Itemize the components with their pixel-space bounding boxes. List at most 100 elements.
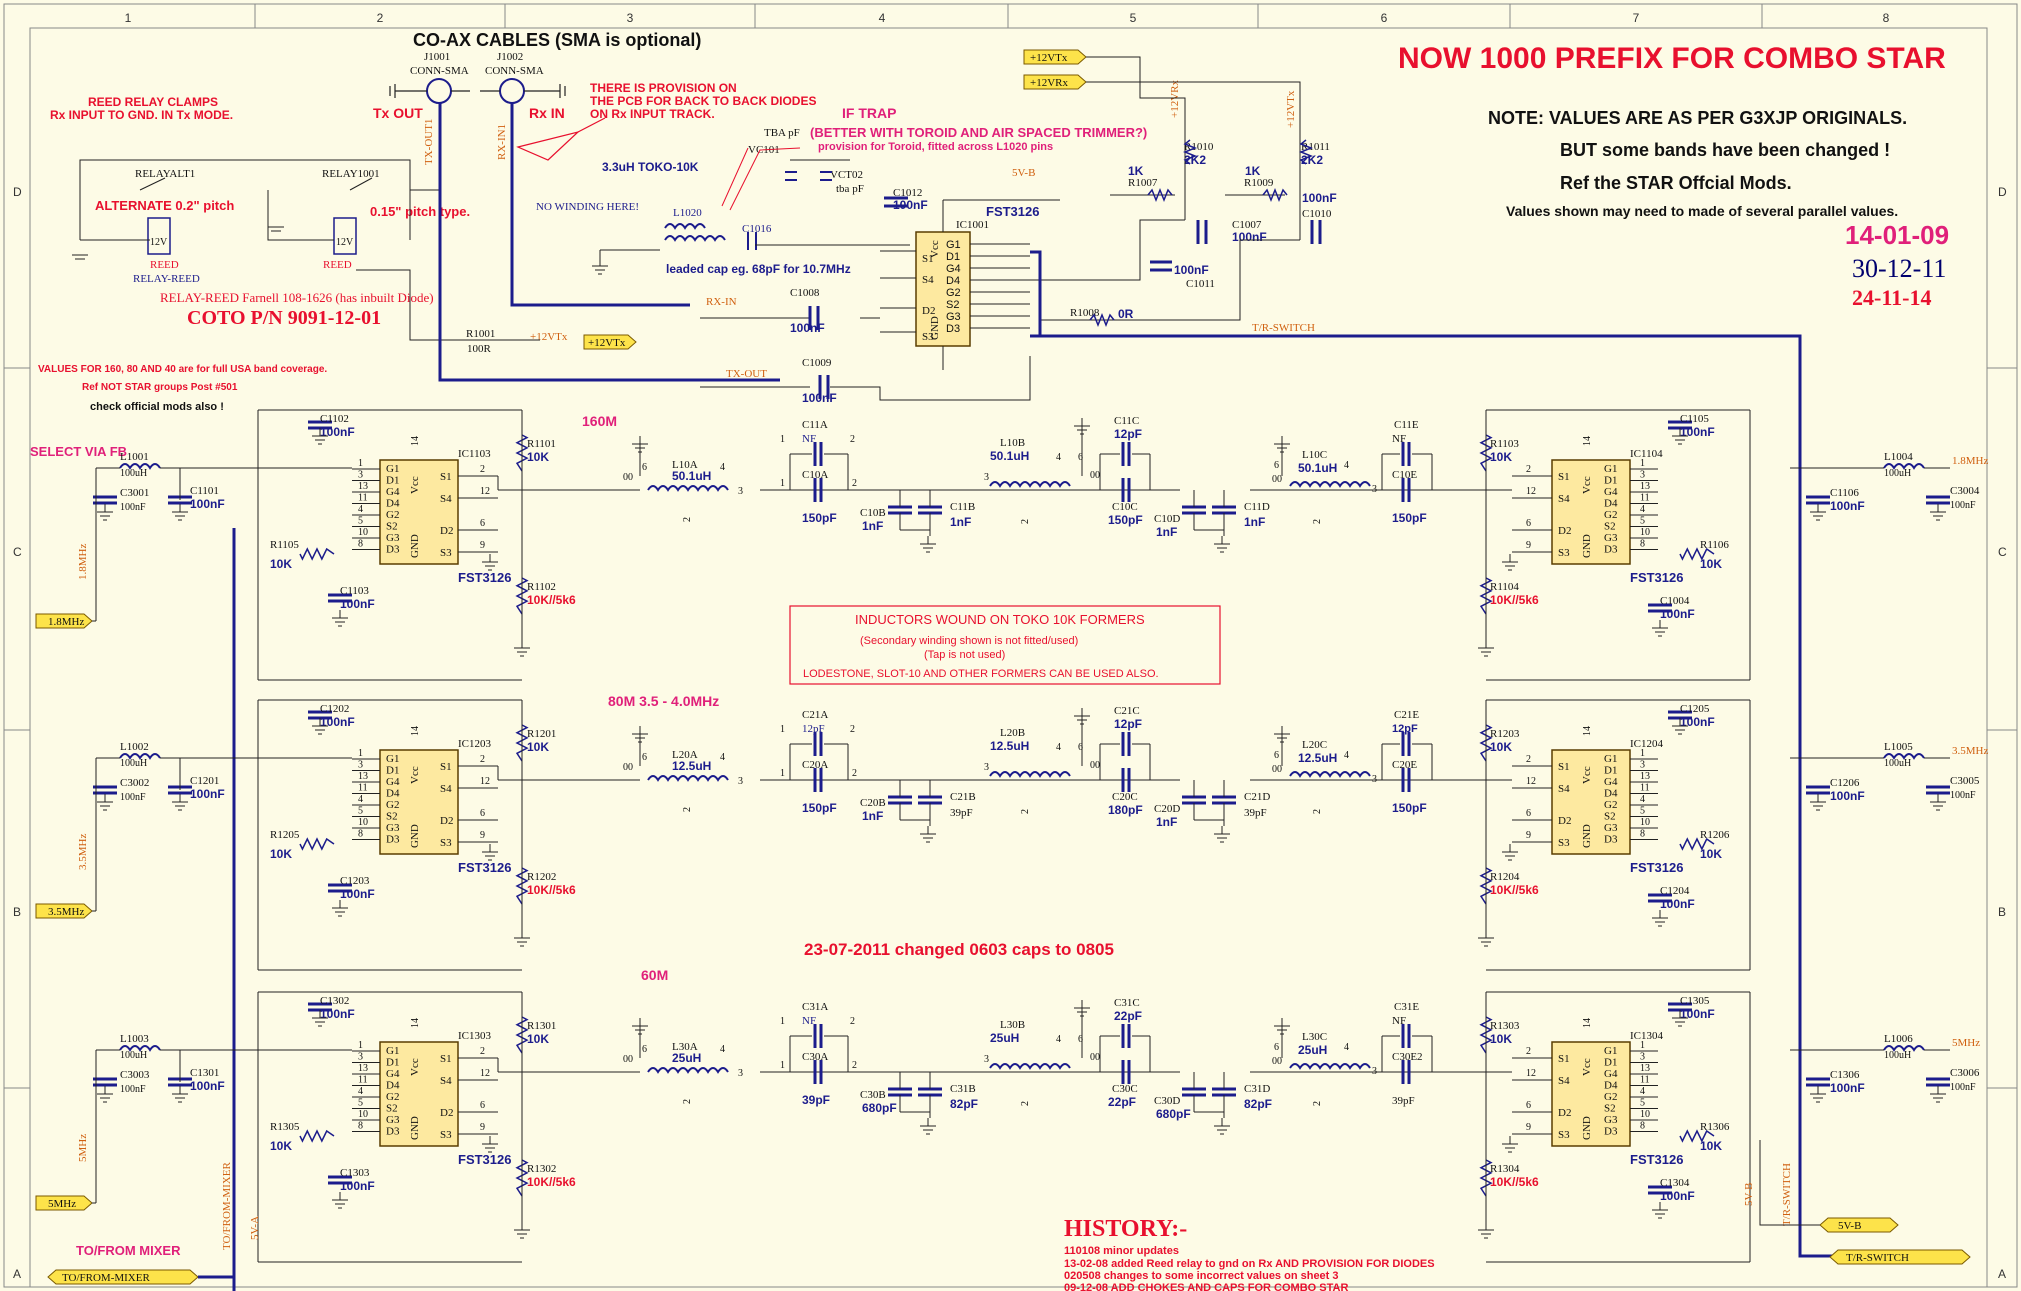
history: HISTORY:- 110108 minor updates 13-02-08 … bbox=[1064, 1216, 1435, 1291]
ic-pin-name: D3 bbox=[1604, 834, 1618, 846]
col-label: 4 bbox=[879, 11, 886, 25]
note-line: BUT some bands have been changed ! bbox=[1560, 140, 1890, 160]
series-cap-ref: C10A bbox=[802, 469, 828, 481]
filter-cap-value: 100nF bbox=[190, 1079, 225, 1093]
series-cap bbox=[813, 1060, 823, 1084]
freq-net: 5MHz bbox=[1952, 1037, 1980, 1049]
tofrom-mixer-port: TO/FROM-MIXER bbox=[62, 1272, 150, 1284]
ic-pin-num: 5 bbox=[358, 806, 363, 817]
ic-pin-name: G4 bbox=[1604, 486, 1618, 498]
toko-note: INDUCTORS WOUND ON TOKO 10K FORMERS (Sec… bbox=[789, 605, 1221, 685]
switch-ic: IC1103FST3126VccGND14G11D13G413D411G24S2… bbox=[352, 436, 511, 585]
series-cap-value: 150pF bbox=[1108, 513, 1143, 527]
series-cap-ref: C11C bbox=[1114, 415, 1139, 427]
ic-pin-num: 11 bbox=[1640, 493, 1650, 504]
ic-pin-name: S3 bbox=[440, 837, 452, 849]
ic-pin-num: 5 bbox=[1640, 516, 1645, 527]
ic1001-s4: S4 bbox=[922, 274, 934, 286]
toko-label: 3.3uH TOKO-10K bbox=[602, 160, 699, 174]
choke-ref: L1004 bbox=[1884, 451, 1913, 463]
ic-pin-name: S2 bbox=[1604, 521, 1616, 533]
series-cap-value: NF bbox=[802, 433, 816, 445]
series-cap bbox=[1401, 1024, 1411, 1048]
choke-value: 100uH bbox=[120, 758, 147, 769]
filter-cap-ref: C1201 bbox=[190, 775, 219, 787]
filter-cap bbox=[1806, 495, 1830, 505]
alternate-pitch-note: ALTERNATE 0.2" pitch bbox=[95, 198, 234, 213]
shunt-cap-value: 680pF bbox=[1156, 1107, 1191, 1121]
ic-pin-num: 2 bbox=[480, 754, 485, 765]
filter-cap-value: 100nF bbox=[1830, 499, 1865, 513]
ic-pin-name: D1 bbox=[1604, 765, 1617, 777]
decoupling-ref: C1302 bbox=[320, 995, 349, 1007]
ic-pin-name: D1 bbox=[1604, 1057, 1617, 1069]
resistor-ref: R1105 bbox=[270, 539, 299, 551]
freq-port: 3.5MHz bbox=[48, 906, 84, 918]
filter-inductor bbox=[1289, 1063, 1371, 1070]
ic-part: FST3126 bbox=[1630, 570, 1683, 585]
band-module: 80M 3.5 - 4.0MHzIC1203FST3126VccGND14G11… bbox=[35, 693, 1988, 971]
v5a-net: 5V-A bbox=[249, 1216, 261, 1240]
choke-inductor bbox=[1883, 463, 1925, 470]
p12vrx-net: +12VRx bbox=[1169, 80, 1181, 118]
ic-pin-name: G2 bbox=[386, 1091, 399, 1103]
decoupling-value: 100nF bbox=[340, 887, 375, 901]
resistor-value: 10K bbox=[1700, 847, 1722, 861]
provision-note: THERE IS PROVISION ON THE PCB FOR BACK T… bbox=[516, 81, 816, 161]
relay-reed-part: RELAY-REED bbox=[133, 273, 200, 285]
ic-pin-name: D2 bbox=[440, 815, 453, 827]
series-cap-value: 12pF bbox=[802, 723, 825, 735]
ic-pin-num: 3 bbox=[1640, 760, 1645, 771]
series-cap-pin: 1 bbox=[780, 478, 785, 489]
series-cap-value: NF bbox=[1392, 433, 1406, 445]
ic-pin-name: S2 bbox=[386, 811, 398, 823]
tr-switch-net: T/R-SWITCH bbox=[1252, 322, 1315, 334]
decoupling-value: 100nF bbox=[1680, 1007, 1715, 1021]
ic-pin-name: D4 bbox=[1604, 788, 1618, 800]
filter-cap-value: 100nF bbox=[190, 787, 225, 801]
resistor bbox=[1679, 837, 1715, 851]
inductor-pin: 4 bbox=[1344, 750, 1349, 761]
series-cap-value: NF bbox=[1392, 1015, 1406, 1027]
series-cap-pin: 1 bbox=[780, 434, 785, 445]
freq-port-icon bbox=[35, 1195, 93, 1211]
ic-pin-num: 5 bbox=[1640, 806, 1645, 817]
series-cap-value: 39pF bbox=[802, 1093, 830, 1107]
ic-pin-name: S4 bbox=[440, 783, 452, 795]
inductor-pin: 2 bbox=[682, 807, 693, 812]
filter-cap-ref: C3003 bbox=[120, 1069, 150, 1081]
decoupling-cap bbox=[328, 883, 352, 893]
choke-value: 100uH bbox=[1884, 758, 1911, 769]
notes: NOTE: VALUES ARE AS PER G3XJP ORIGINALS.… bbox=[1488, 108, 1907, 219]
shunt-cap-value: 680pF bbox=[862, 1101, 897, 1115]
filter-inductor bbox=[647, 485, 729, 492]
inductor-value: 50.1uH bbox=[990, 449, 1029, 463]
freq-net: 5MHz bbox=[77, 1134, 89, 1162]
ic-pin-num: 12 bbox=[480, 776, 490, 787]
shunt-cap bbox=[888, 795, 912, 805]
ic-pin-name: D1 bbox=[386, 1057, 399, 1069]
series-cap-value: 12pF bbox=[1114, 717, 1142, 731]
row-label: C bbox=[13, 545, 22, 559]
tba-pf-1: TBA pF bbox=[764, 127, 800, 139]
note-line: NOTE: VALUES ARE AS PER G3XJP ORIGINALS. bbox=[1488, 108, 1907, 128]
resistor-value: 10K bbox=[1490, 450, 1512, 464]
shunt-cap-ref: C30D bbox=[1154, 1095, 1180, 1107]
trswitch-port: T/R-SWITCH bbox=[1846, 1252, 1909, 1264]
v12tx-port-icon bbox=[583, 334, 637, 350]
ic-pin-name: G4 bbox=[1604, 776, 1618, 788]
r1010-value: 2K2 bbox=[1184, 153, 1206, 167]
inductor-pin: 00 bbox=[623, 472, 633, 483]
ic-pin-num: 3 bbox=[1640, 1052, 1645, 1063]
ic-body bbox=[379, 749, 459, 855]
ic-pin-num: 4 bbox=[358, 794, 363, 805]
series-cap-pin: 2 bbox=[852, 1060, 857, 1071]
filter-cap-ref: C3001 bbox=[120, 487, 149, 499]
ic-pin-name: D3 bbox=[386, 834, 400, 846]
r1007-value: 1K bbox=[1128, 164, 1144, 178]
freq-port-icon bbox=[35, 613, 93, 629]
inductor-pin: 6 bbox=[1078, 452, 1083, 463]
series-cap-value: 150pF bbox=[802, 511, 837, 525]
ic-pin-name: G4 bbox=[386, 776, 400, 788]
